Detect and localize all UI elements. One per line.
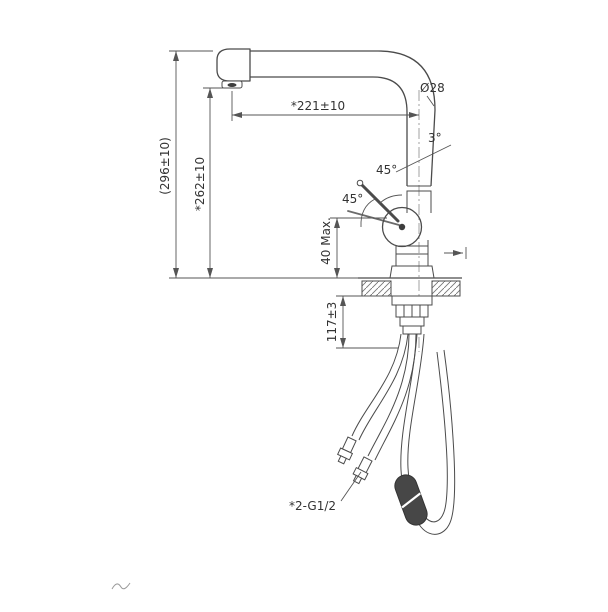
spout-head	[216, 48, 251, 82]
hose-adapter	[402, 325, 422, 335]
pipe-joint	[406, 185, 432, 192]
mounting-flange	[391, 295, 433, 306]
dim-spout-reach-label: *221±10	[291, 99, 345, 113]
dim-spout-reach: *221±10	[231, 91, 419, 121]
base-escutcheon	[389, 265, 435, 279]
hose-connector-b	[352, 456, 373, 485]
handle-angle-lower-label: 45°	[342, 192, 363, 206]
dim-spout-diameter-label: Ø28	[420, 81, 445, 95]
pullout-hose-loop	[400, 333, 456, 535]
hose-thread-label: *2-G1/2	[289, 499, 336, 513]
faucet-spout	[216, 48, 436, 187]
corner-mark	[111, 582, 131, 590]
annotation-pipe-angle: 3°	[395, 131, 452, 173]
pipe-angle-label: 3°	[428, 131, 442, 145]
dim-under-counter-label: 117±3	[325, 302, 339, 343]
dim-overall-height-label: (296±10)	[158, 137, 172, 195]
mounting-hardware	[391, 295, 433, 335]
mounting-deck	[358, 277, 462, 297]
dim-max-deck-thickness: 40 Max.	[319, 217, 387, 278]
supply-hose-b-edge2	[374, 333, 417, 461]
handle-angle-upper-label: 45°	[376, 163, 397, 177]
pullout-hose-edge2	[407, 333, 448, 523]
supply-hoses	[351, 333, 417, 461]
handle-lever-tip	[356, 179, 364, 187]
spout-inner-edge	[250, 76, 408, 186]
annotation-handle-angles: 45° 45°	[342, 163, 403, 228]
shank-fitting	[399, 316, 425, 327]
deck-section-left	[361, 280, 392, 297]
dim-outlet-height-label: *262±10	[193, 157, 207, 211]
dim-max-deck-label: 40 Max.	[319, 217, 333, 265]
ball-joint-pivot	[398, 223, 406, 231]
bracket-ribs	[403, 305, 421, 317]
aerator-outlet	[227, 83, 237, 87]
view-direction-arrow	[444, 247, 467, 259]
handle-ball-joint	[381, 206, 423, 248]
supply-hose-a-edge2	[358, 333, 409, 441]
dim-spout-diameter: Ø28	[420, 81, 445, 107]
body-column	[395, 240, 429, 266]
pullout-hose-edge1	[400, 333, 456, 535]
supply-hose-b-edge1	[367, 333, 410, 457]
dim-overall-height: (296±10)	[158, 50, 358, 279]
body-neck	[406, 191, 432, 213]
deck-section-right	[431, 280, 461, 297]
hose-weight	[394, 474, 428, 526]
dim-under-counter-length: 117±3	[325, 295, 398, 349]
hose-connector-a	[336, 436, 357, 465]
annotation-hose-thread: *2-G1/2	[289, 471, 362, 513]
supply-hose-a-edge1	[351, 333, 402, 437]
dim-outlet-height: *262±10	[193, 87, 224, 278]
spout-outer-edge	[250, 50, 436, 187]
